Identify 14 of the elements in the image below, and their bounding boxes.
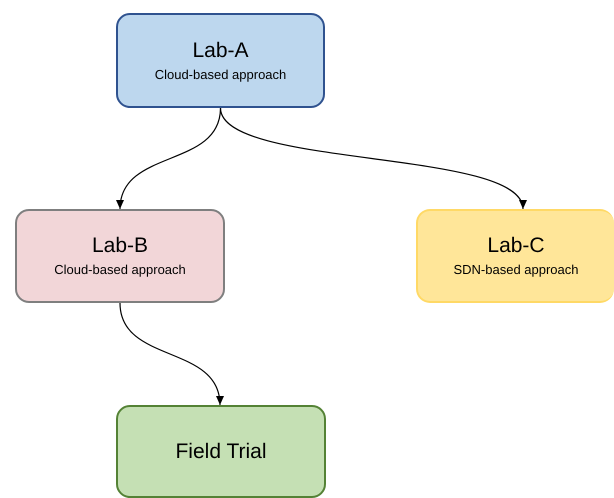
box-description: Cloud-based approach [154,66,286,84]
box-title: Lab-B [92,233,148,259]
arrow [220,108,524,210]
process-box [116,13,325,108]
process-box [116,405,326,498]
box-description: SDN-based approach [453,261,579,279]
box-title: Field Trial [175,438,267,464]
process-box [416,209,614,303]
box-description: Cloud-based approach [54,261,186,279]
box-title: Lab-C [487,233,545,259]
arrow [117,108,222,210]
box-title: Lab-A [192,38,249,64]
arrow [119,302,223,406]
process-box [15,209,225,303]
